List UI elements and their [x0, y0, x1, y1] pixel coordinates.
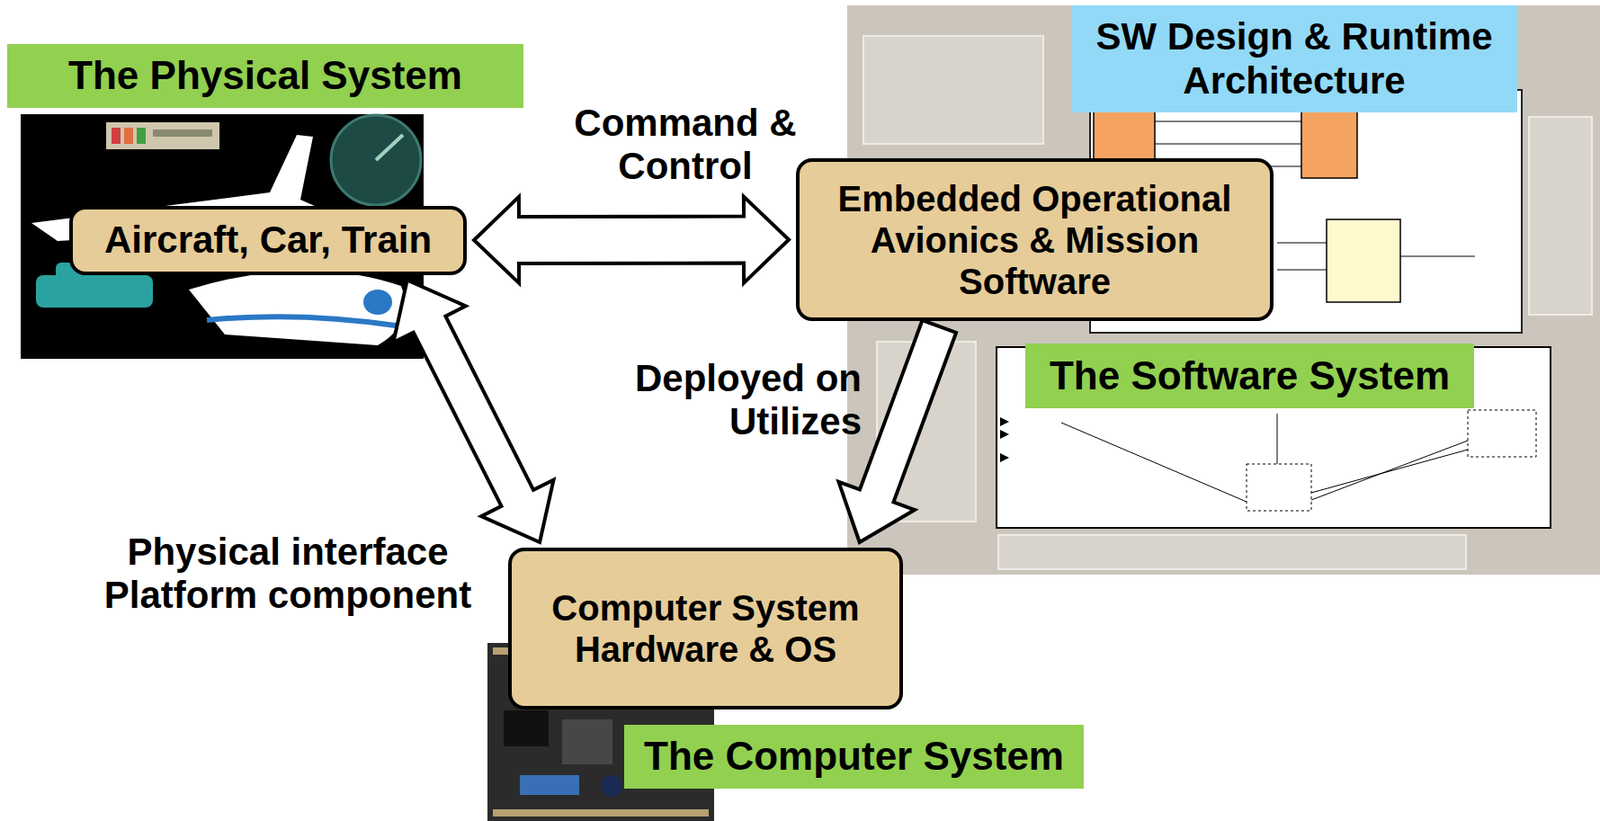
port-box [1246, 464, 1312, 511]
label-banner: The Computer System [624, 724, 1084, 789]
rounded-box: Aircraft, Car, Train [69, 205, 467, 276]
wire [1311, 440, 1468, 501]
block-arrow [393, 280, 554, 544]
node-text: SW Design & Runtime Architecture [1083, 15, 1505, 103]
board-chip [562, 719, 613, 765]
panel-strip [106, 122, 220, 150]
label-banner: The Physical System [7, 44, 524, 108]
train [188, 270, 405, 346]
label-banner: The Software System [1025, 343, 1475, 409]
faded-sketch [863, 35, 1044, 144]
panel-bar [124, 127, 134, 144]
rounded-box: Embedded Operational Avionics & Mission … [795, 158, 1274, 322]
radar-scope [330, 115, 421, 206]
wire [1154, 121, 1302, 123]
node-text: The Software System [1049, 353, 1450, 400]
train-stripe [206, 316, 396, 326]
port-pin [1000, 453, 1010, 463]
node-text: Embedded Operational Avionics & Mission … [812, 178, 1258, 303]
title-banner: SW Design & Runtime Architecture [1071, 5, 1518, 113]
wire [1277, 269, 1327, 271]
board-battery [600, 775, 623, 797]
faded-sketch [1528, 116, 1592, 315]
panel-bar [152, 129, 213, 137]
node-text: The Physical System [68, 53, 463, 99]
board-chip [503, 710, 549, 747]
radar-sweep [375, 134, 403, 161]
edge-label: Deployed on Utilizes [618, 357, 862, 445]
wire [1061, 422, 1247, 502]
wire [1400, 256, 1475, 258]
wire [1277, 413, 1279, 465]
train-window [363, 289, 393, 315]
node-text: The Computer System [643, 733, 1064, 780]
component-block [1326, 219, 1401, 303]
wire [1277, 242, 1327, 244]
port-box [1467, 410, 1537, 457]
block-arrow [473, 196, 789, 284]
panel-bar [111, 127, 121, 144]
edge-label: Command & Control [550, 101, 821, 189]
node-text: Computer System Hardware & OS [524, 587, 887, 671]
board-sticker [519, 775, 580, 796]
wire [1154, 143, 1302, 145]
faded-sketch [998, 535, 1466, 570]
rounded-box: Computer System Hardware & OS [508, 547, 903, 710]
wire [1311, 449, 1468, 493]
edge-label: Physical interface Platform component [94, 530, 482, 618]
port-pin [1000, 417, 1010, 427]
panel-bar [136, 127, 146, 144]
port-pin [1000, 429, 1010, 439]
node-text: Aircraft, Car, Train [104, 218, 432, 262]
board-connector [492, 809, 709, 817]
